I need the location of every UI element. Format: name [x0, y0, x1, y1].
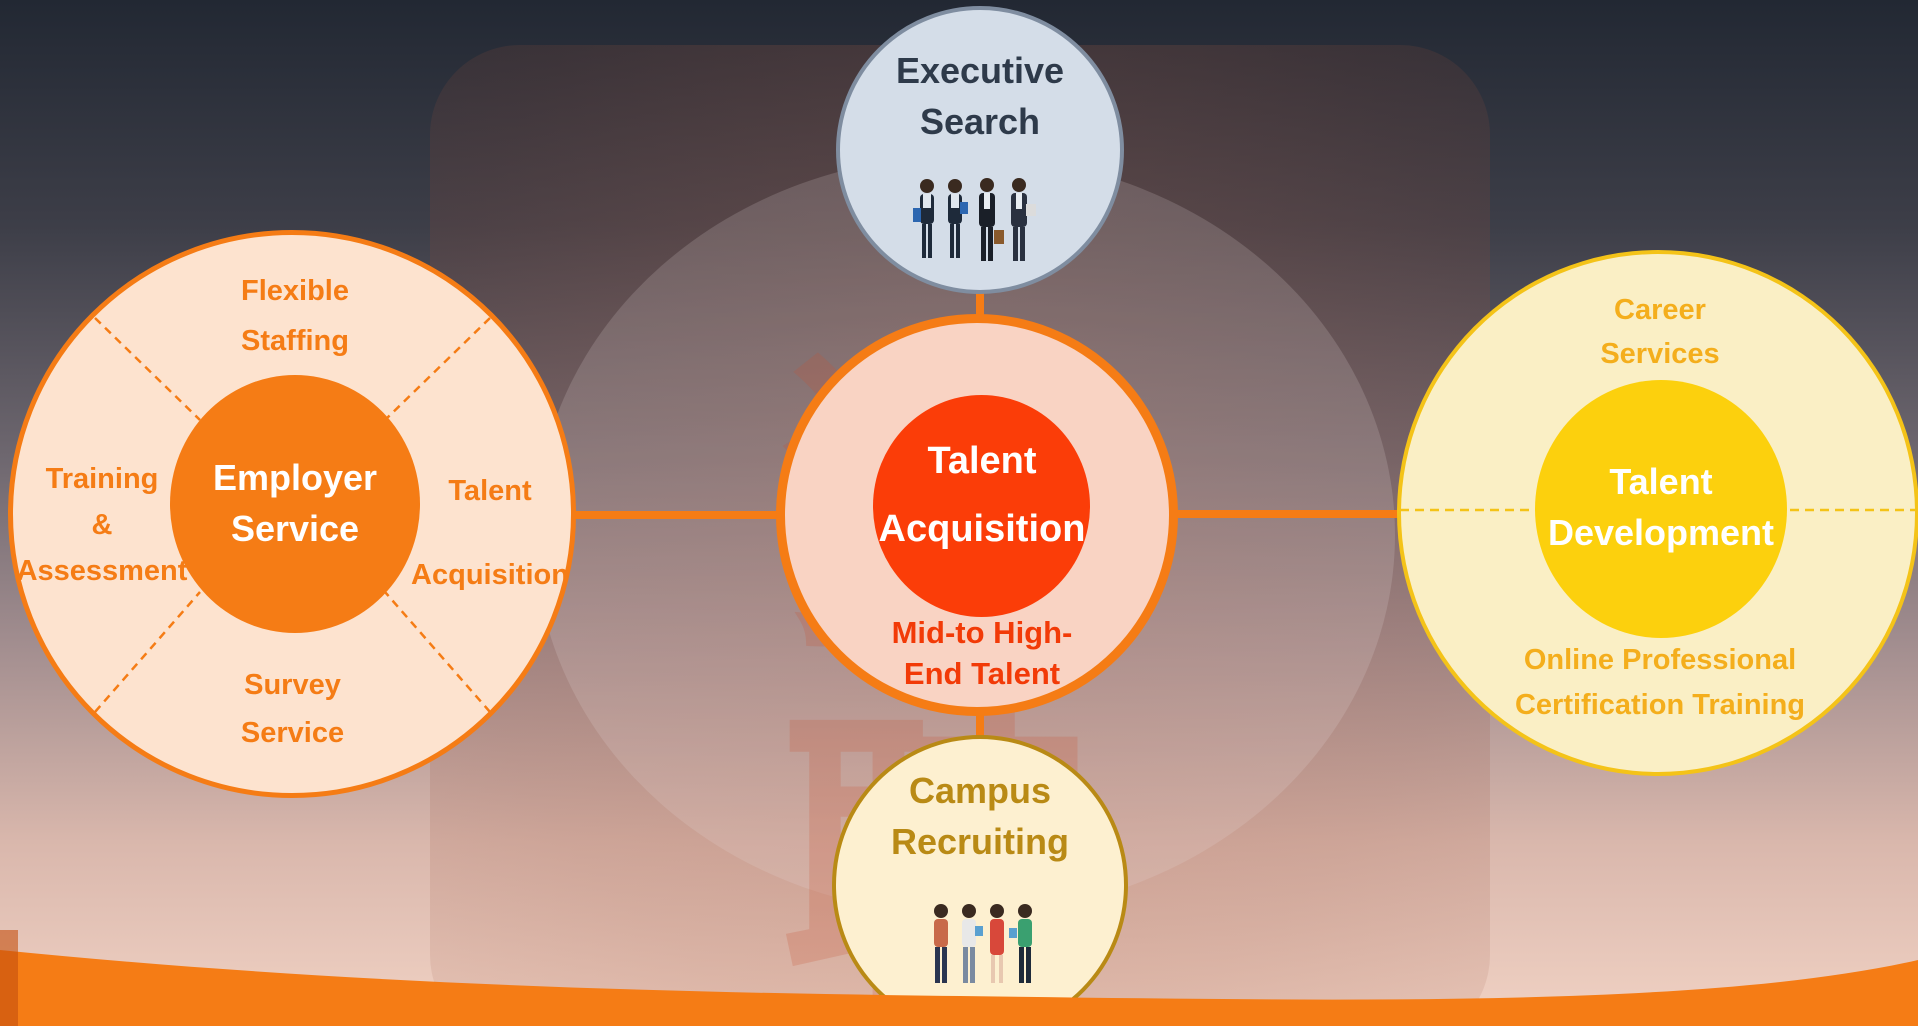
campus-recruiting-line2: Recruiting [890, 821, 1069, 862]
online-certification-label: Online Professional Certification Traini… [1480, 638, 1840, 728]
segment-training-line2: & [91, 509, 113, 541]
employer-service-title: Employer Service [170, 452, 420, 554]
segment-talent-acquisition-line2: Acquisition [411, 559, 569, 591]
online-certification-line2: Certification Training [1514, 689, 1806, 721]
segment-flexible-staffing-line1: Flexible [241, 275, 349, 307]
campus-recruiting-line1: Campus [908, 770, 1052, 811]
segment-training-line3: Assessment [16, 555, 188, 587]
segment-survey-service-line1: Survey [244, 669, 341, 701]
talent-acquisition-subtitle-line1: Mid-to High- [891, 615, 1073, 650]
students-icon [934, 904, 1032, 983]
connector-left [570, 511, 785, 519]
talent-development-title-line2: Development [1547, 512, 1775, 553]
segment-survey-service: Survey Service [175, 661, 410, 757]
talent-acquisition-title-line1: Talent [927, 440, 1037, 482]
segment-talent-acquisition-line1: Talent [448, 475, 532, 507]
executive-search-line1: Executive [895, 50, 1065, 91]
employer-service-core [170, 375, 420, 633]
talent-acquisition-subtitle-line2: End Talent [903, 656, 1061, 691]
connector-top [976, 290, 984, 320]
segment-survey-service-line2: Service [240, 717, 345, 749]
segment-flexible-staffing: Flexible Staffing [175, 266, 415, 366]
employer-service-title-line1: Employer [212, 457, 378, 498]
talent-acquisition-title-line2: Acquisition [878, 508, 1086, 550]
segment-flexible-staffing-line2: Staffing [241, 325, 349, 357]
employer-service-outer-circle [8, 230, 576, 798]
talent-development-title-line1: Talent [1609, 461, 1713, 502]
talent-acquisition-core [873, 395, 1090, 617]
executive-search-circle [836, 6, 1124, 294]
career-services-line1: Career [1614, 294, 1706, 326]
campus-recruiting-circle [832, 735, 1128, 1026]
segment-talent-acquisition: Talent Acquisition [405, 449, 575, 617]
campus-recruiting-label: Campus Recruiting [866, 765, 1094, 867]
career-services-label: Career Services [1540, 288, 1780, 376]
employer-service-title-line2: Service [230, 508, 360, 549]
bottom-orange-wave [0, 930, 1918, 1026]
business-people-icon [913, 178, 1036, 261]
connector-bottom [976, 710, 984, 740]
executive-search-line2: Search [919, 101, 1041, 142]
talent-development-core [1535, 380, 1787, 638]
online-certification-line1: Online Professional [1523, 644, 1797, 676]
employer-service-dividers [94, 317, 491, 713]
talent-acquisition-subtitle: Mid-to High- End Talent [860, 612, 1104, 694]
executive-search-label: Executive Search [866, 45, 1094, 147]
talent-development-title: Talent Development [1520, 456, 1802, 558]
talent-acquisition-title: Talent Acquisition [866, 427, 1098, 563]
segment-training-line1: Training [45, 463, 159, 495]
career-services-line2: Services [1600, 338, 1720, 370]
segment-training-assessment: Training & Assessment [12, 456, 192, 594]
connector-right [1172, 510, 1402, 518]
